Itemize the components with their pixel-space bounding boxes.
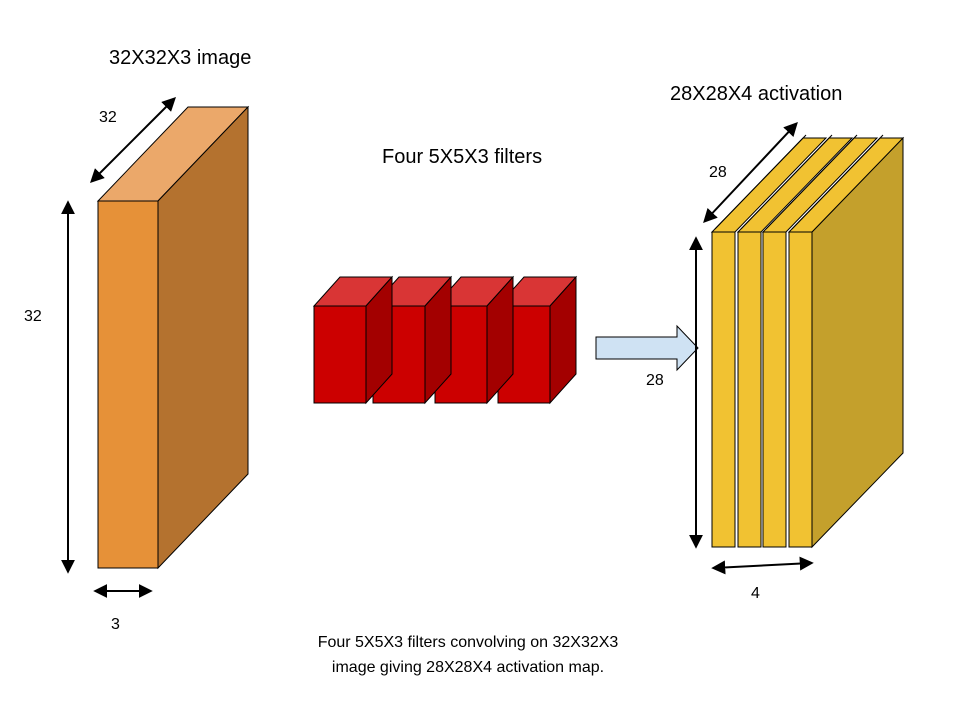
activation-width-label: 28 [709,164,727,181]
image-width-label: 32 [99,109,117,126]
image-depth-label: 3 [111,616,120,633]
filters-title: Four 5X5X3 filters [382,146,542,168]
activation-depth-label: 4 [751,585,760,602]
image-width-arrow [90,97,176,183]
activation-slice-front [737,231,762,548]
image-front-face [97,200,159,569]
right-arrow-icon [595,324,699,372]
filter-cube [312,275,394,405]
activation-volume [710,134,905,549]
activation-depth-arrow [711,556,814,575]
caption-line-2: image giving 28X28X4 activation map. [332,659,604,676]
activation-height-label: 28 [646,372,664,389]
activation-slice-front [711,231,736,548]
activation-slice-edge [791,134,884,230]
activation-slice-front [762,231,787,548]
filter-front-face [313,305,367,404]
activation-slice [787,134,905,548]
activation-title: 28X28X4 activation [670,83,842,105]
caption-line-1: Four 5X5X3 filters convolving on 32X32X3 [318,634,619,651]
activation-slice-front [788,231,813,548]
image-title: 32X32X3 image [109,47,251,69]
image-height-label: 32 [24,308,42,325]
filters-group [312,275,578,405]
input-image-volume [96,105,250,570]
activation-width-arrow [703,121,798,224]
